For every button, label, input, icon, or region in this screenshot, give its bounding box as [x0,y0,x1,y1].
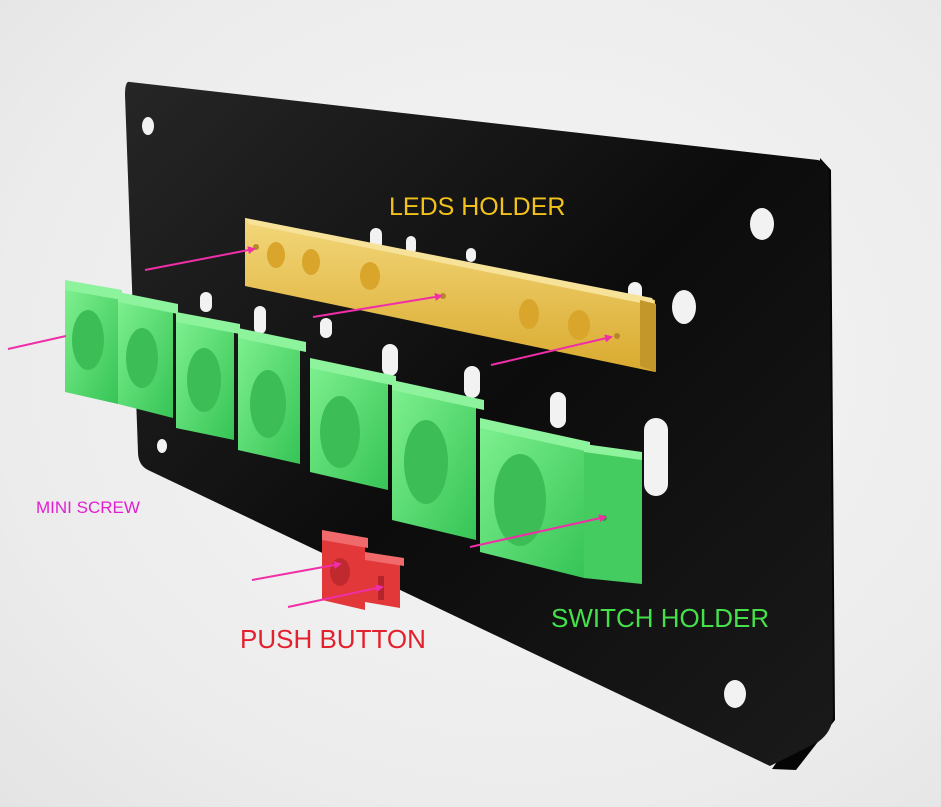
leds-holder-part [245,218,656,372]
arrow-push-upper [251,561,342,581]
mini-screw-label: MINI SCREW [36,498,140,517]
push-button-label: PUSH BUTTON [240,624,426,654]
arrow-switch [469,514,607,548]
arrow-leds-left [144,246,256,271]
arrow-leds-right [490,334,613,366]
switch-holder-part [65,280,642,584]
plate-hole-bottom-left [157,439,167,453]
plate-hole-top-left [142,117,154,135]
switch-holder-label: SWITCH HOLDER [551,603,770,633]
plate-hole-bottom-right [724,680,746,708]
arrow-push-lower [287,584,384,608]
arrow-mini-screw [7,335,67,350]
leds-holder-label: LEDS HOLDER [389,193,566,221]
callout-arrows [7,246,613,608]
plate-hole-top-right [750,208,774,240]
arrow-leds-center [312,293,443,318]
